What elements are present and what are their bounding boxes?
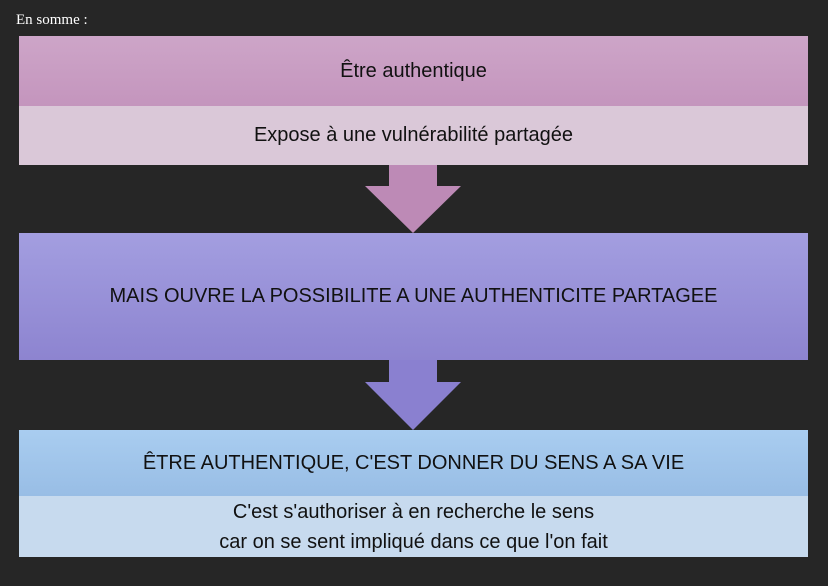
step3-detail-box: C'est s'authoriser à en recherche le sen…	[19, 496, 808, 557]
step1-heading-box: Être authentique	[19, 36, 808, 106]
step3-heading: ÊTRE AUTHENTIQUE, C'EST DONNER DU SENS A…	[142, 451, 685, 474]
step3-heading-box: ÊTRE AUTHENTIQUE, C'EST DONNER DU SENS A…	[19, 430, 808, 496]
step1-detail: Expose à une vulnérabilité partagée	[253, 124, 574, 146]
step3-detail-line1: C'est s'authoriser à en recherche le sen…	[232, 500, 595, 523]
arrow-down-2	[365, 360, 461, 430]
section-title: En somme :	[16, 12, 88, 28]
step2-heading: MAIS OUVRE LA POSSIBILITE A UNE AUTHENTI…	[109, 285, 718, 307]
step2-box: MAIS OUVRE LA POSSIBILITE A UNE AUTHENTI…	[19, 233, 808, 360]
step1-heading: Être authentique	[340, 59, 487, 82]
step1-detail-box: Expose à une vulnérabilité partagée	[19, 106, 808, 165]
step3-detail-line2: car on se sent impliqué dans ce que l'on…	[219, 530, 608, 553]
arrow-down-1	[365, 165, 461, 233]
